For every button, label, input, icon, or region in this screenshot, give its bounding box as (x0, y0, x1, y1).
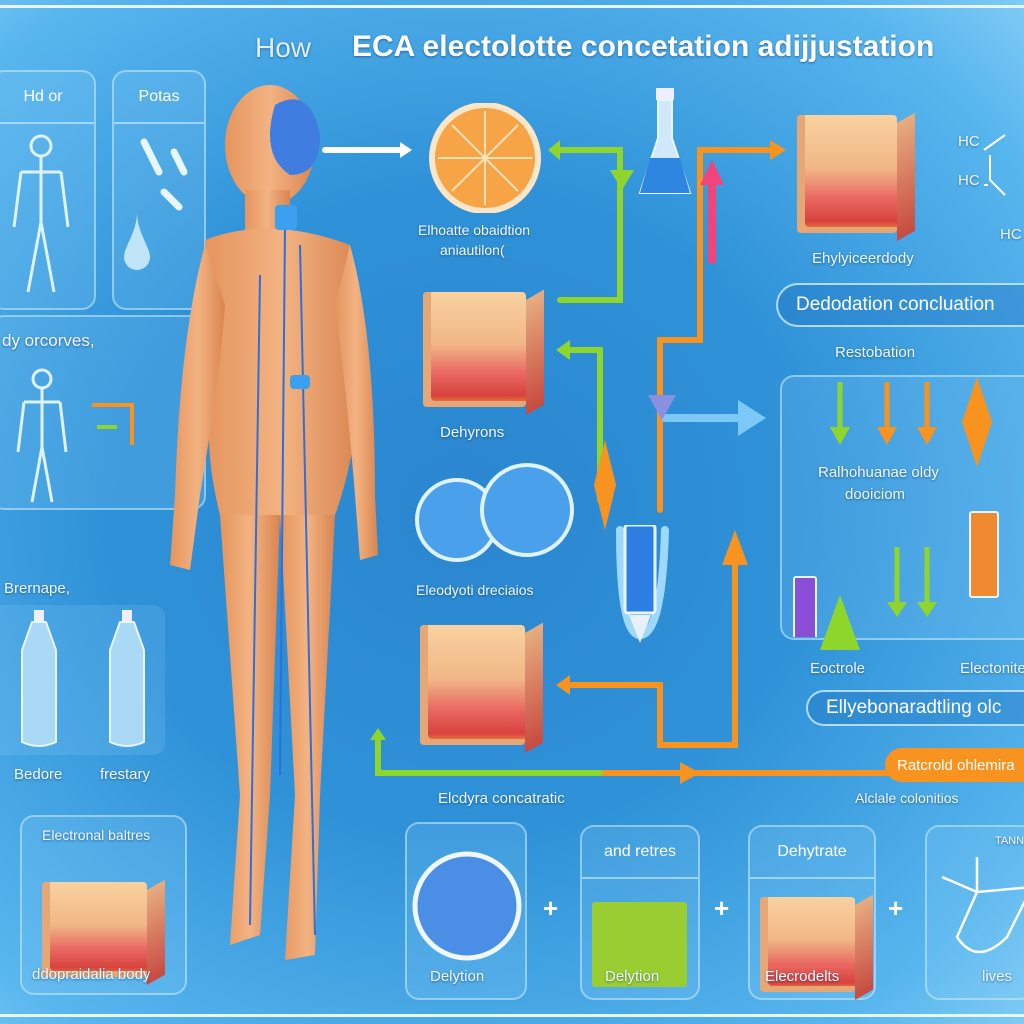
electrolyte-label: Electonite (960, 660, 1024, 677)
panel-electrolyte-batteries: Electronal baltres (20, 815, 187, 995)
chem-label: HC (1000, 226, 1022, 243)
molecule-icon (983, 134, 1006, 196)
plus-icon: + (714, 893, 730, 923)
down-arrows (793, 377, 999, 637)
panel-title: Potas (114, 72, 204, 124)
skeleton-icon (12, 134, 70, 293)
card-caption: Delytion (430, 968, 485, 985)
arrowhead (400, 142, 412, 158)
bottle-label: frestary (100, 766, 151, 783)
chem-label: HC (958, 172, 980, 189)
electrolyte-label: Eoctrole (810, 660, 866, 677)
tissue-cube (42, 882, 147, 977)
cone-icon (820, 595, 860, 650)
section-label: Brernape, (4, 580, 70, 597)
panel-title: Electronal baltres (42, 827, 151, 843)
reabsorption-box (780, 375, 1024, 640)
result-pill: Ellyebonaradtling olc (806, 690, 1024, 726)
bottom-card-4: TANN (925, 825, 1024, 1000)
human-body-figure (170, 85, 378, 960)
box-text: Ralhohuanae oldy (818, 464, 939, 481)
plus-icon: + (888, 893, 904, 923)
box-caption: ddopraidalia body (32, 966, 151, 983)
concentration-pill: Dedodation concluation (776, 283, 1024, 327)
green-arrow-top (557, 147, 623, 303)
diamond-arrow (594, 440, 616, 530)
panel-skeleton: Hd or (0, 70, 96, 310)
cell-discs-icon (415, 463, 574, 562)
skeleton-icon (16, 368, 68, 503)
card-caption: Delytion (605, 968, 660, 985)
bottom-card-3: Dehytrate (748, 825, 876, 1000)
tissue-cube (760, 897, 855, 992)
card-title: Dehytrate (750, 827, 874, 879)
bottom-card-2: and retres (580, 825, 700, 1000)
tissue-cube (423, 292, 526, 407)
water-bottle-icon (21, 610, 57, 747)
card-title: TANN (995, 835, 1024, 847)
green-arrow-mid (567, 347, 603, 503)
plus-icon: + (543, 893, 559, 923)
panel-potassium: Potas (112, 70, 206, 310)
tissue-cube (420, 625, 525, 745)
panel-title: Hd or (0, 72, 94, 124)
title-how: How (255, 32, 312, 63)
orange-loop (567, 557, 738, 748)
panel-title: dy orcorves, (2, 331, 95, 350)
bottom-border (0, 1014, 1024, 1017)
cell-disc-icon (412, 851, 522, 961)
green-cube-icon (592, 902, 687, 987)
bottle-label: Bedore (14, 766, 63, 783)
tissue-cube (797, 115, 897, 233)
orange-label: Elhoatte obaidtion (418, 222, 531, 238)
resto-label: Restobation (835, 344, 916, 361)
droplet-icon (124, 212, 150, 270)
orange-pill: Ratcrold ohlemira (885, 748, 1024, 782)
panel-body-overview: dy orcorves, (0, 315, 206, 510)
card-caption: lives (982, 968, 1013, 985)
chem-label: HC (958, 133, 980, 150)
orange-label: aniautilon( (440, 242, 505, 258)
bottom-card-1 (405, 822, 527, 1000)
card-title: and retres (582, 827, 698, 879)
flow-label: Elcdyra concatratic (438, 790, 565, 807)
box-text: dooiciom (845, 486, 906, 503)
molecule-outline-icon (941, 857, 1024, 954)
page-title: ECA electolotte concetation adijjustatio… (352, 30, 935, 63)
syringe-icon (623, 525, 657, 643)
flask-icon (638, 88, 692, 194)
discs-label: Eleodyoti dreciaios (416, 582, 534, 598)
top-border (0, 5, 1024, 8)
capsules-icon (140, 138, 188, 211)
mini-arrows (92, 403, 134, 445)
bottom-right-label: Alclale colonitios (855, 790, 959, 806)
card-caption: Elecrodelts (765, 968, 840, 985)
cube-label: Ehylyiceerdody (812, 250, 914, 267)
water-bottle-icon (109, 610, 145, 747)
orange-fruit-icon (429, 103, 541, 213)
cube-label: Dehyrons (440, 424, 505, 441)
